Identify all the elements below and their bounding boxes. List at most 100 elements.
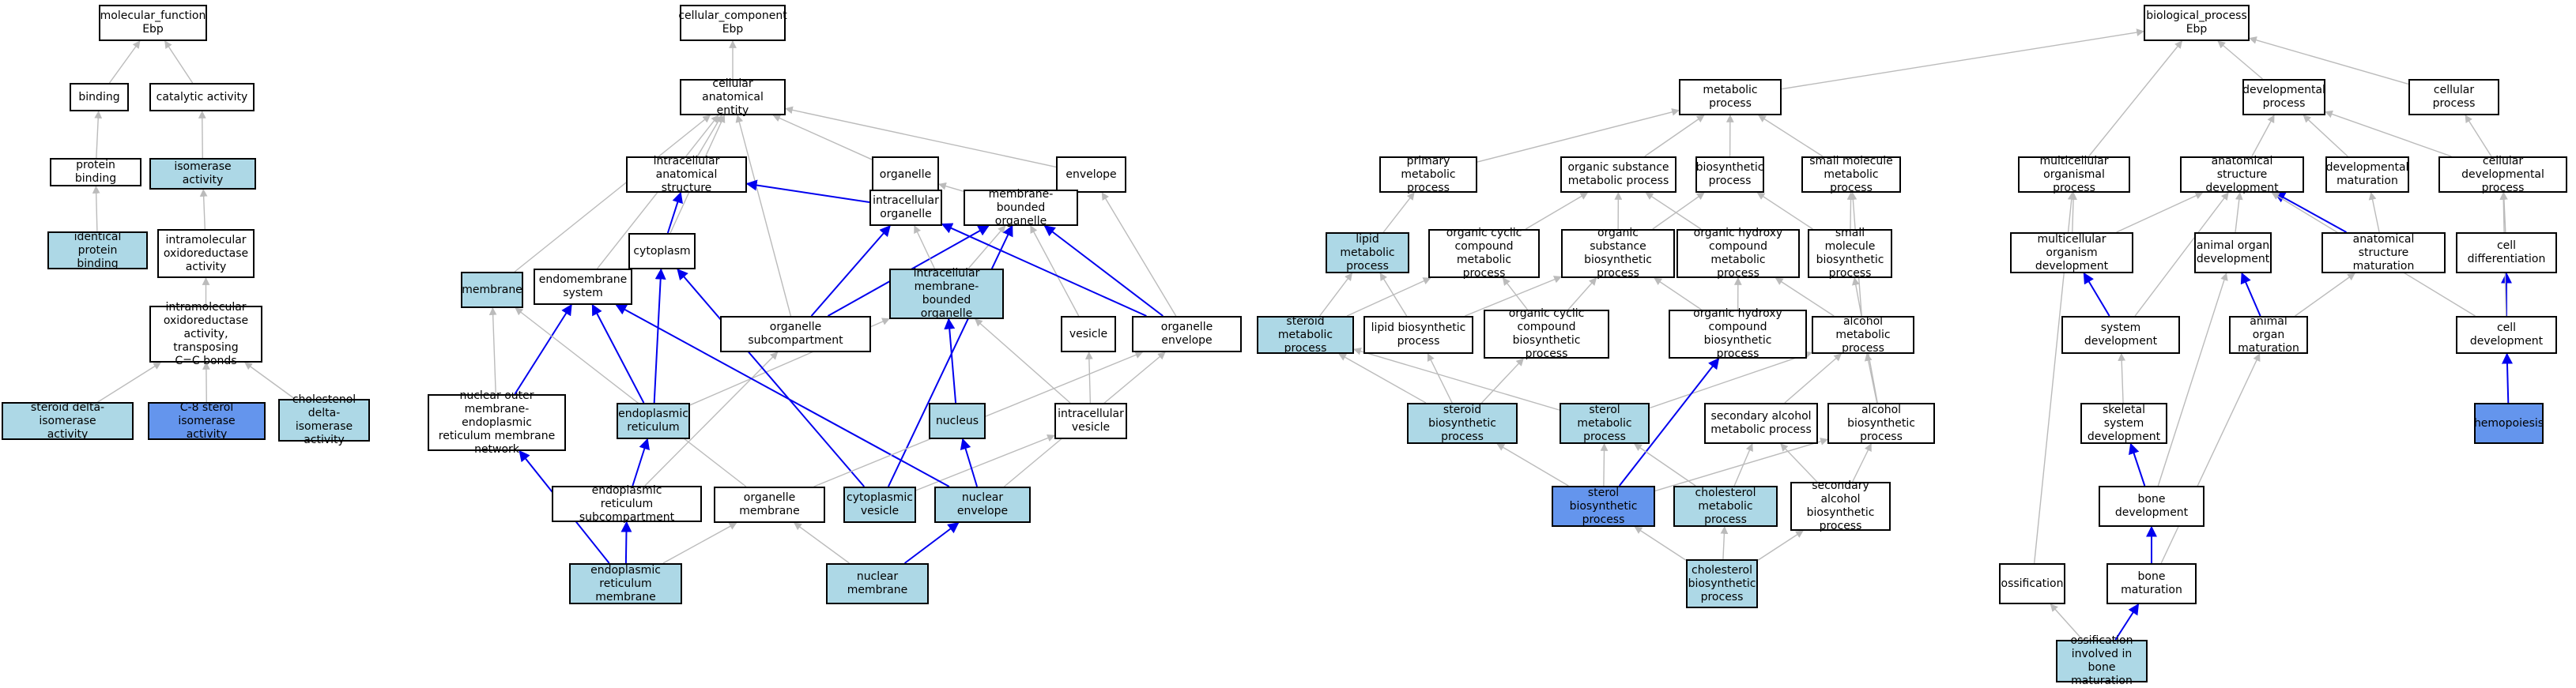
node-organelle-membrane[interactable]: organelle membrane [714,487,825,523]
edge-mod-to-asd [2117,193,2203,232]
edge-occbp-to-osbp [1568,278,1596,310]
node-organelle-envelope[interactable]: organelle envelope [1132,316,1242,352]
node-alcohol-biosynthetic-process[interactable]: alcohol biosynthetic process [1827,403,1935,444]
node-secondary-alcohol-metabolic-process[interactable]: secondary alcohol metabolic process [1704,403,1818,444]
edge-chbp-to-chmp [1723,527,1725,559]
node-biosynthetic-process[interactable]: biosynthetic process [1695,156,1764,193]
node-system-development[interactable]: system development [2061,316,2180,354]
node-cholesterol-biosynthetic-process[interactable]: cholesterol biosynthetic process [1686,559,1758,608]
node-organelle-subcompartment[interactable]: organelle subcompartment [720,316,871,352]
node-vesicle[interactable]: vesicle [1061,316,1116,352]
edge-mp-to-bp [1782,32,2144,89]
edge-abp-to-amp [1867,354,1877,403]
node-skeletal-system-development[interactable]: skeletal system development [2080,403,2167,444]
edge-nmem-to-nenv [905,523,959,563]
node-alcohol-metabolic-process[interactable]: alcohol metabolic process [1812,316,1914,354]
node-steroid-metabolic-process[interactable]: steroid metabolic process [1257,316,1354,354]
edge-ssd-to-sd [2122,354,2123,403]
node-secondary-alcohol-biosynthetic-process[interactable]: secondary alcohol biosynthetic process [1790,482,1891,531]
node-ossification[interactable]: ossification [1999,563,2065,604]
node-bone-maturation[interactable]: bone maturation [2106,563,2197,604]
node-intracellular-anatomical-structure[interactable]: intracellular anatomical structure [626,156,747,193]
edge-samp-to-amp [1785,354,1841,403]
node-endoplasmic-reticulum[interactable]: endoplasmic reticulum [617,403,690,439]
node-biological-process[interactable]: biological_process Ebp [2144,5,2250,41]
node-cellular-anatomical-entity[interactable]: cellular anatomical entity [680,79,786,115]
node-primary-metabolic-process[interactable]: primary metabolic process [1379,156,1477,193]
node-lipid-biosynthetic-process[interactable]: lipid biosynthetic process [1363,316,1473,354]
edge-stbp-to-occbp [1482,359,1524,403]
node-c8-sterol-isomerase-activity[interactable]: C-8 sterol isomerase activity [148,402,266,440]
edge-erm-to-omem [663,523,737,563]
node-cell-differentiation[interactable]: cell differentiation [2456,232,2557,273]
node-organic-cyclic-compound-metabolic-process[interactable]: organic cyclic compound metabolic proces… [1428,229,1540,278]
edge-ersub-to-er [632,439,647,486]
node-sterol-metabolic-process[interactable]: sterol metabolic process [1560,403,1650,444]
edge-sterb-to-sterm [1604,444,1605,486]
node-organic-hydroxy-compound-metabolic-process[interactable]: organic hydroxy compound metabolic proce… [1676,229,1800,278]
node-nuclear-envelope[interactable]: nuclear envelope [934,487,1031,523]
node-cell-development[interactable]: cell development [2456,316,2557,354]
node-identical-protein-binding[interactable]: identical protein binding [47,231,148,269]
node-intracellular-vesicle[interactable]: intracellular vesicle [1054,403,1127,439]
node-multicellular-organism-development[interactable]: multicellular organism development [2010,232,2133,273]
node-endomembrane-system[interactable]: endomembrane system [534,269,632,305]
node-binding[interactable]: binding [70,83,129,111]
node-hemopoiesis[interactable]: hemopoiesis [2474,403,2544,444]
node-cellular-process[interactable]: cellular process [2408,79,2499,115]
edge-nenv-to-nuc [963,439,977,487]
node-membrane[interactable]: membrane [461,272,523,308]
node-molecular-function[interactable]: molecular_function Ebp [99,5,207,41]
node-organic-substance-biosynthetic-process[interactable]: organic substance biosynthetic process [1561,229,1675,278]
node-intramolecular-oxidoreductase-transposing[interactable]: intramolecular oxidoreductase activity, … [149,306,262,363]
edge-nuc-to-imbo [949,319,956,403]
node-endoplasmic-reticulum-membrane[interactable]: endoplasmic reticulum membrane [569,563,682,604]
node-animal-organ-maturation[interactable]: animal organ maturation [2229,316,2308,354]
node-small-molecule-metabolic-process[interactable]: small molecule metabolic process [1801,156,1901,193]
node-catalytic-activity[interactable]: catalytic activity [149,83,255,111]
edge-iv-to-imbo [975,319,1070,403]
node-cytoplasm[interactable]: cytoplasm [628,233,696,269]
node-nuclear-membrane[interactable]: nuclear membrane [826,563,929,604]
node-anatomical-structure-maturation[interactable]: anatomical structure maturation [2321,232,2446,273]
edge-sdi-to-intra2 [98,363,161,402]
node-organic-cyclic-compound-biosynthetic-process[interactable]: organic cyclic compound biosynthetic pro… [1484,310,1609,359]
node-organic-substance-metabolic-process[interactable]: organic substance metabolic process [1560,156,1676,193]
node-multicellular-organismal-process[interactable]: multicellular organismal process [2018,156,2130,193]
edge-er-to-cyto [654,269,662,403]
edge-hemo-to-cd [2507,354,2509,403]
node-steroid-biosynthetic-process[interactable]: steroid biosynthetic process [1407,403,1518,444]
node-endoplasmic-reticulum-subcompartment[interactable]: endoplasmic reticulum subcompartment [552,486,702,522]
node-metabolic-process[interactable]: metabolic process [1679,79,1782,115]
node-small-molecule-biosynthetic-process[interactable]: small molecule biosynthetic process [1808,229,1892,278]
node-intramolecular-oxidoreductase-activity[interactable]: intramolecular oxidoreductase activity [157,229,255,278]
edge-asd-to-dp [2252,115,2274,156]
node-anatomical-structure-development[interactable]: anatomical structure development [2180,156,2304,193]
node-nucleus[interactable]: nucleus [929,403,986,439]
node-cellular-component[interactable]: cellular_component Ebp [680,5,786,41]
node-ossification-involved-in-bone-maturation[interactable]: ossification involved in bone maturation [2056,640,2148,682]
node-membrane-bounded-organelle[interactable]: membrane-bounded organelle [964,190,1078,226]
node-organelle[interactable]: organelle [872,156,939,193]
node-isomerase-activity[interactable]: isomerase activity [149,158,256,190]
node-sterol-biosynthetic-process[interactable]: sterol biosynthetic process [1552,486,1655,527]
node-organic-hydroxy-compound-biosynthetic-process[interactable]: organic hydroxy compound biosynthetic pr… [1669,310,1807,359]
node-cholestenol-delta-isomerase-activity[interactable]: cholestenol delta-isomerase activity [278,399,370,442]
edge-dm-to-dp [2303,115,2348,156]
node-nuclear-outer-membrane-er-network[interactable]: nuclear outer membrane-endoplasmic retic… [428,394,566,451]
node-cytoplasmic-vesicle[interactable]: cytoplasmic vesicle [843,487,916,523]
node-bone-development[interactable]: bone development [2099,486,2204,527]
node-lipid-metabolic-process[interactable]: lipid metabolic process [1326,232,1409,273]
node-intracellular-membrane-bounded-organelle[interactable]: intracellular membrane-bounded organelle [889,269,1004,319]
node-developmental-process[interactable]: developmental process [2242,79,2325,115]
node-steroid-delta-isomerase-activity[interactable]: steroid delta-isomerase activity [2,402,134,440]
node-animal-organ-development[interactable]: animal organ development [2194,232,2272,273]
node-cholesterol-metabolic-process[interactable]: cholesterol metabolic process [1673,486,1778,527]
edge-osub-to-cae [737,115,790,316]
node-developmental-maturation[interactable]: developmental maturation [2325,156,2409,193]
node-intracellular-organelle[interactable]: intracellular organelle [869,190,942,226]
node-cellular-developmental-process[interactable]: cellular developmental process [2438,156,2567,193]
edge-pbind-to-bind [96,111,99,158]
node-protein-binding[interactable]: protein binding [50,158,141,186]
